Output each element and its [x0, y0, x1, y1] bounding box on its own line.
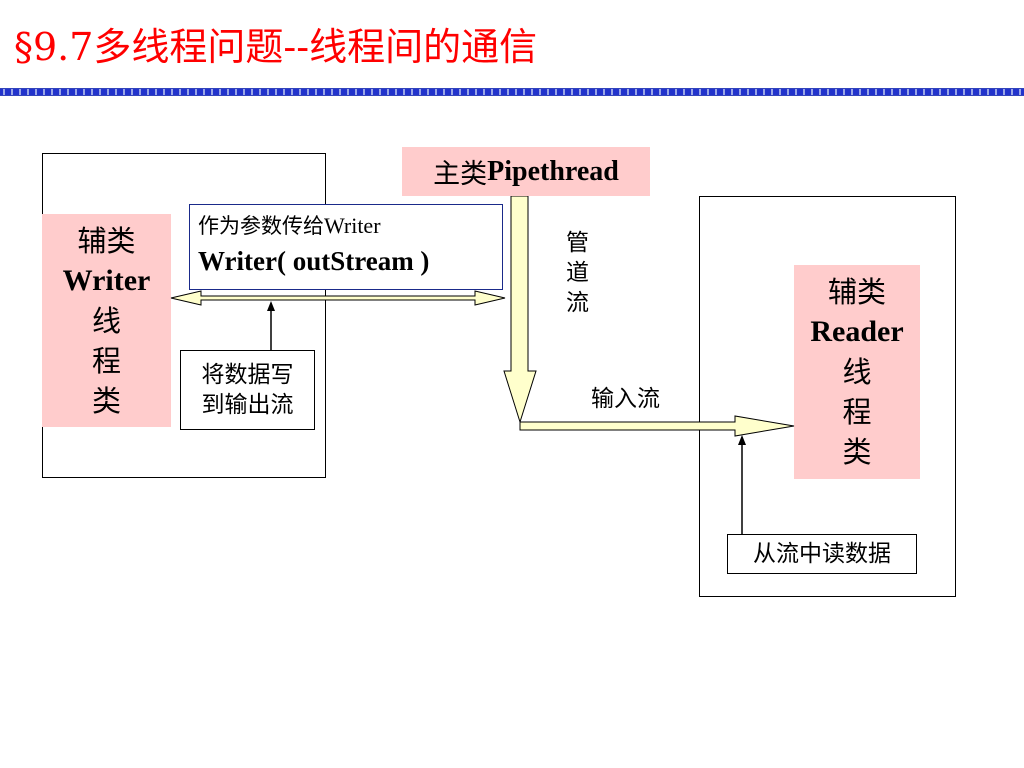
title-divider [0, 88, 1024, 96]
main-class-prefix: 主类 [433, 159, 488, 190]
pipe-stream-label: 管 道 流 [566, 228, 589, 318]
writer-class-name: Writer [62, 263, 151, 297]
param-line-1-prefix: 作为参数传给 [198, 214, 324, 238]
writer-class-line-5: 类 [91, 383, 121, 418]
main-class-name: Pipethread [487, 155, 619, 187]
writer-class-box: 辅类 Writer 线 程 类 [42, 214, 171, 427]
pipe-label-char-1: 管 [566, 230, 589, 256]
writer-note-line-1: 将数据写 [201, 362, 294, 388]
param-line-1: 作为参数传给Writer [198, 211, 494, 241]
param-box: 作为参数传给Writer Writer( outStream ) [189, 204, 503, 290]
reader-note-text: 从流中读数据 [753, 541, 891, 567]
writer-pipe-arrow [170, 290, 506, 306]
reader-note-box: 从流中读数据 [727, 534, 917, 574]
writer-note-line-2: 到输出流 [201, 392, 294, 418]
param-line-2: Writer( outStream ) [198, 246, 430, 276]
pipe-label-char-2: 道 [566, 260, 589, 286]
writer-class-line-3: 线 [91, 303, 121, 338]
input-stream-arrow [519, 415, 795, 437]
reader-class-line-4: 程 [842, 395, 872, 429]
param-line-1-name: Writer [324, 213, 381, 238]
writer-note-box: 将数据写 到输出流 [180, 350, 315, 430]
writer-class-line-1: 辅类 [77, 223, 136, 258]
pipe-stream-arrow [503, 195, 537, 424]
pipe-label-char-3: 流 [566, 290, 589, 316]
reader-class-line-5: 类 [842, 435, 872, 469]
reader-class-line-3: 线 [842, 355, 872, 389]
reader-class-name: Reader [810, 315, 904, 348]
slide-title: §9.7多线程问题--线程间的通信 [14, 25, 538, 69]
input-stream-label: 输入流 [591, 386, 660, 412]
writer-class-line-4: 程 [91, 343, 121, 378]
reader-class-line-1: 辅类 [827, 275, 886, 309]
reader-class-box: 辅类 Reader 线 程 类 [794, 265, 920, 479]
